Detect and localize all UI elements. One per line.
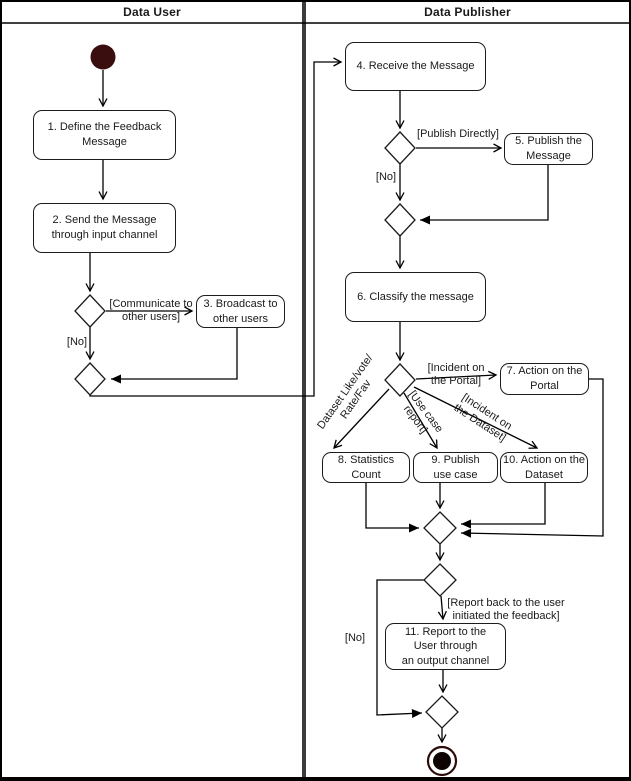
edge-publish-to-merge2: [420, 165, 549, 225]
activity-publish-usecase: 9. Publish use case: [413, 452, 498, 483]
merge-user: [74, 362, 106, 396]
edge-statistics-to-merge3: [365, 483, 419, 533]
guard-communicate: [Communicate to other users]: [109, 298, 193, 323]
activity-broadcast: 3. Broadcast to other users: [196, 295, 285, 328]
activity-send-message: 2. Send the Message through input channe…: [33, 203, 176, 253]
merge-final: [425, 695, 459, 729]
decision-report-back: [423, 563, 457, 597]
activity-label: 2. Send the Message through input channe…: [51, 214, 158, 241]
bottom-border: [0, 777, 631, 781]
guard-no-report: [No]: [344, 632, 366, 644]
edge-decision4-to-report: [437, 595, 447, 621]
activity-label: 6. Classify the message: [357, 290, 474, 303]
end-node-core: [433, 752, 451, 770]
activity-report-user: 11. Report to the User through an output…: [385, 623, 506, 670]
edge-broadcast-to-merge1: [111, 328, 238, 384]
edge-decision3-to-action-portal: [415, 370, 498, 380]
guard-publish-directly: [Publish Directly]: [417, 128, 499, 140]
lane-header-data-user: Data User: [123, 5, 181, 19]
decision-classify: [384, 363, 416, 397]
activity-label: 9. Publish use case: [431, 453, 480, 481]
activity-label: 8. Statistics Count: [337, 453, 395, 481]
start-node: [90, 44, 116, 70]
guard-no-publisher: [No]: [375, 171, 397, 183]
activity-statistics-count: 8. Statistics Count: [322, 452, 410, 483]
activity-define-feedback: 1. Define the Feedback Message: [33, 110, 176, 160]
activity-label: 10. Action on the Dataset: [503, 453, 585, 481]
lane-header-data-publisher: Data Publisher: [424, 5, 511, 19]
decision-communicate: [74, 294, 106, 328]
activity-action-dataset: 10. Action on the Dataset: [500, 452, 588, 483]
activity-receive-message: 4. Receive the Message: [345, 42, 486, 91]
edge-decision3-to-usecase: [403, 392, 438, 450]
activity-label: 11. Report to the User through an output…: [401, 625, 490, 667]
edge-action-portal-to-merge3: [460, 378, 604, 538]
activity-label: 3. Broadcast to other users: [203, 297, 278, 325]
lane-divider: [302, 0, 306, 781]
guard-no-user: [No]: [66, 336, 88, 348]
activity-label: 5. Publish the Message: [515, 135, 582, 162]
activity-classify-message: 6. Classify the message: [345, 272, 486, 322]
guard-incident-portal: [Incident on the Portal]: [427, 362, 485, 387]
activity-publish-message: 5. Publish the Message: [504, 133, 593, 165]
activity-action-portal: 7. Action on the Portal: [500, 363, 589, 395]
guard-report-back: [Report back to the user initiated the f…: [447, 597, 565, 622]
merge-publish: [384, 203, 416, 237]
activity-label: 1. Define the Feedback Message: [47, 121, 162, 148]
edge-decision4-no-to-merge4: [376, 579, 424, 718]
activity-label: 4. Receive the Message: [356, 60, 475, 73]
decision-publish-directly: [384, 131, 416, 165]
edge-action-dataset-to-merge3: [461, 483, 546, 529]
edge-decision3-to-action-dataset: [413, 386, 539, 449]
activity-label: 7. Action on the Portal: [506, 365, 583, 392]
edge-decision3-to-statistics: [333, 388, 390, 450]
merge-actions: [423, 511, 457, 545]
